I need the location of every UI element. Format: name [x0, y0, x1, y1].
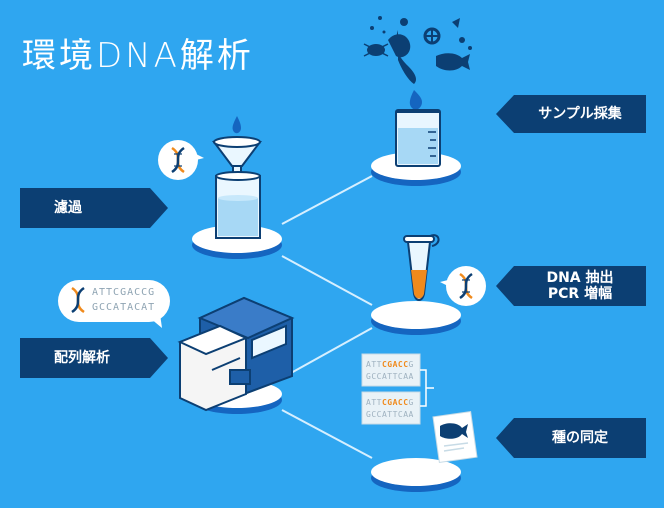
- step-label-sequencing: 配列解析: [54, 350, 110, 366]
- result-cards: [361, 353, 478, 463]
- label-box-extraction: [496, 266, 646, 306]
- result-card-1-line-1-highlight: CGACC: [381, 360, 409, 369]
- sample-beaker-icon: [395, 109, 441, 167]
- sequence-line-2: GCCATACAT: [92, 302, 156, 313]
- label-box-identification: [496, 418, 646, 458]
- result-card-2-line-1-highlight: CGACC: [381, 398, 409, 407]
- result-card-2-line-1-pre: ATT: [366, 398, 382, 407]
- result-card-2-line-2: GCCATTCAA: [366, 410, 414, 419]
- page-title: 環境DNA解析: [22, 36, 254, 76]
- result-card-1-line-1-pre: ATT: [366, 360, 382, 369]
- sequencer-machine-icon: [177, 296, 295, 412]
- result-card-1-line-2: GCCATTCAA: [366, 372, 414, 381]
- platform-extraction: [371, 301, 461, 335]
- result-card-1-line-1-post: G: [408, 360, 414, 369]
- dna-bubble-filtration: [158, 140, 204, 180]
- water-organisms-icon: [363, 16, 472, 110]
- sequence-line-1: ATTCGACCG: [92, 287, 156, 298]
- step-label-extraction-line2: PCR 増幅: [547, 286, 613, 302]
- step-label-identification: 種の同定: [552, 430, 608, 446]
- dna-bubble-extraction: [440, 266, 486, 306]
- platform-identification: [371, 458, 461, 492]
- sequence-bubble: [58, 280, 170, 328]
- flow-connectors: [281, 175, 373, 459]
- filtration-apparatus-icon: [212, 116, 262, 239]
- step-label-extraction-line1: DNA 抽出: [546, 270, 614, 286]
- result-card-1-line-1: ATTCGACCG: [366, 360, 414, 369]
- label-box-filtration: [20, 188, 168, 228]
- step-label-extraction: DNA 抽出 PCR 増幅: [514, 266, 646, 306]
- result-card-2-line-1-post: G: [408, 398, 414, 407]
- step-label-sampling: サンプル採集: [538, 106, 622, 122]
- step-label-filtration: 濾過: [54, 200, 82, 216]
- pcr-tube-icon: [403, 234, 440, 301]
- result-card-2-line-1: ATTCGACCG: [366, 398, 414, 407]
- label-box-sampling: [496, 95, 646, 133]
- label-box-sequencing: [20, 338, 168, 378]
